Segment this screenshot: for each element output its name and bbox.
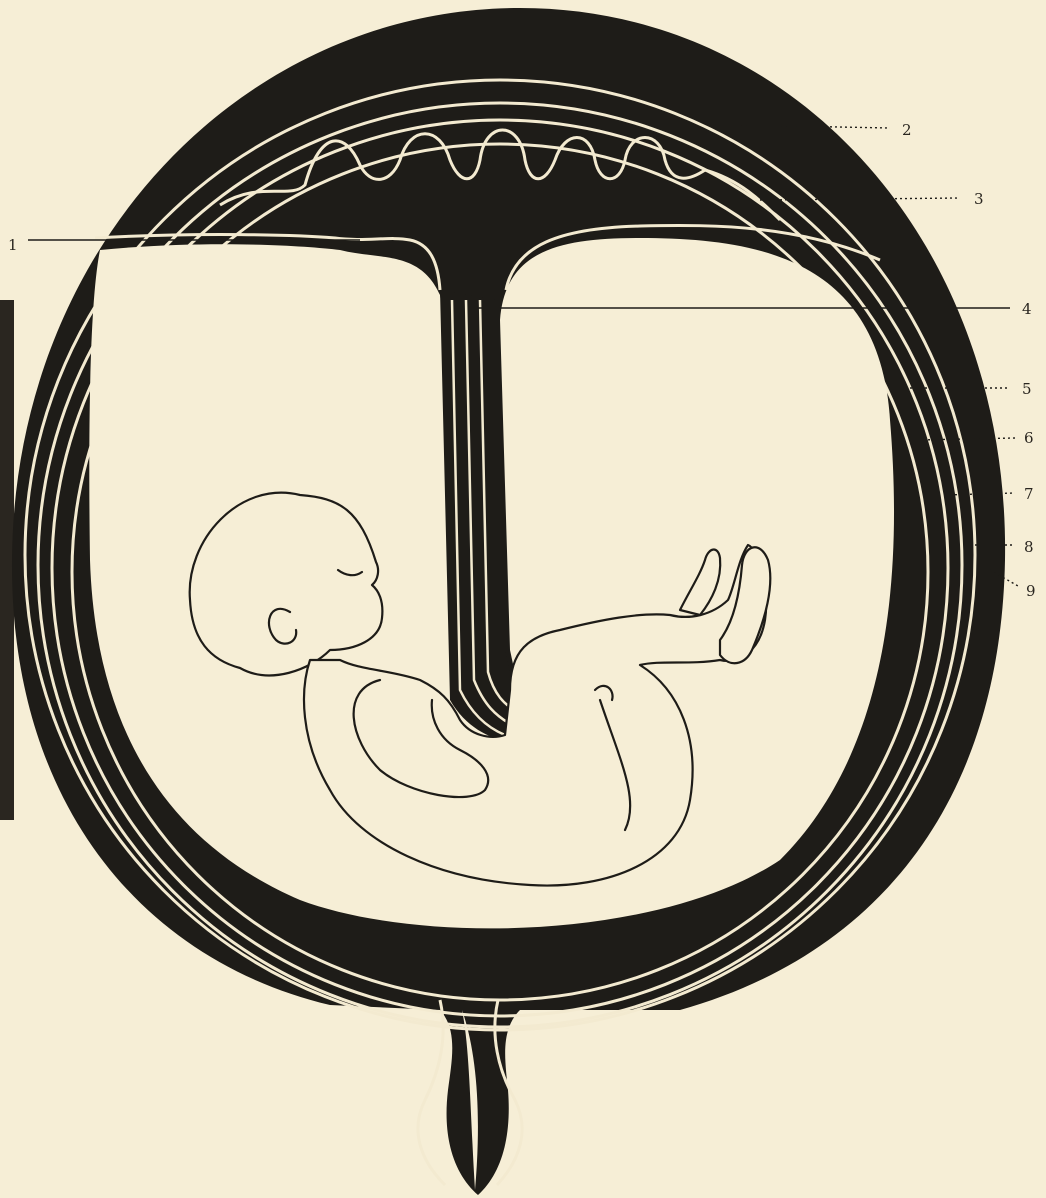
callout-number-2: 2 — [902, 121, 912, 139]
callout-number-9: 9 — [1026, 582, 1036, 600]
callout-number-1: 1 — [8, 236, 18, 254]
callout-number-7: 7 — [1024, 485, 1034, 503]
callout-number-4: 4 — [1022, 300, 1032, 318]
callout-number-3: 3 — [974, 190, 984, 208]
callout-number-6: 6 — [1024, 429, 1034, 447]
callout-number-5: 5 — [1022, 380, 1032, 398]
left-edge-shadow — [0, 300, 14, 820]
callout-number-8: 8 — [1024, 538, 1034, 556]
fetus-head — [190, 493, 383, 676]
